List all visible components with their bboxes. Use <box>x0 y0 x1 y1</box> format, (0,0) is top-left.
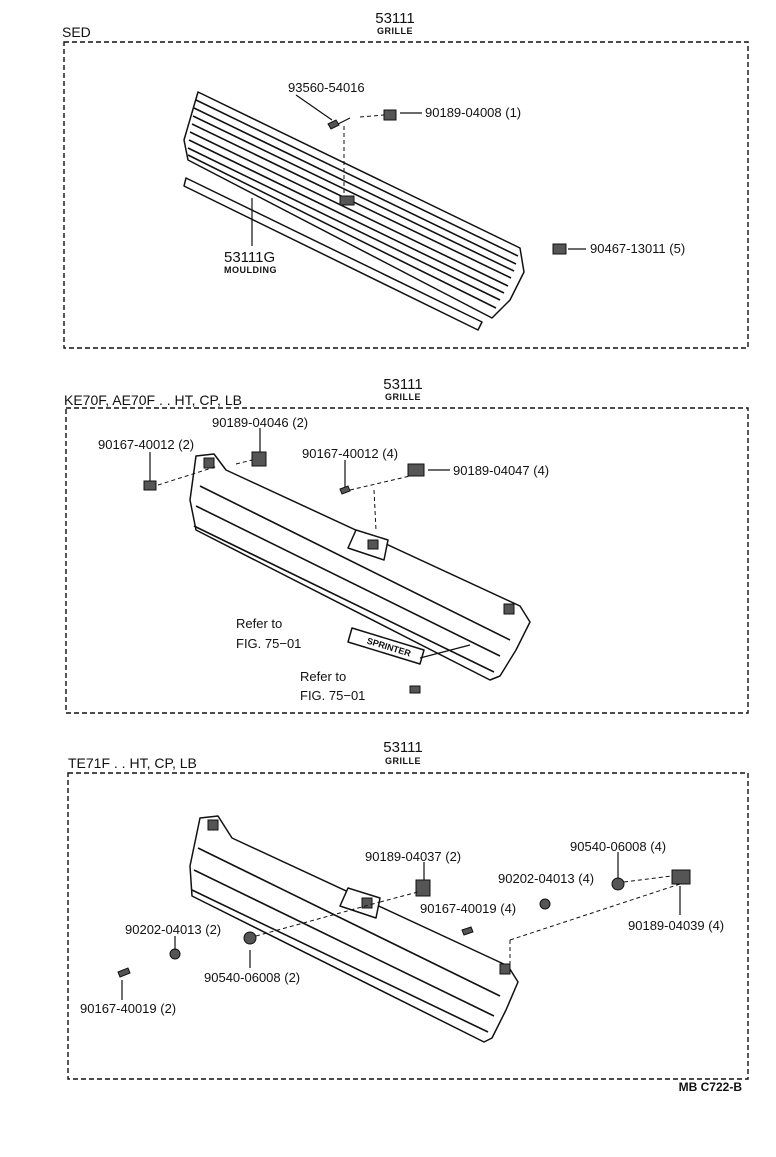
ref-2-line1: Refer to <box>300 669 346 684</box>
screw-icon <box>461 926 474 936</box>
clip-nut-icon <box>671 869 691 885</box>
section1-part-no: 53111 <box>375 10 415 27</box>
callout-90189-04047: 90189-04047 (4) <box>453 463 549 478</box>
sed-grille-drawing <box>183 91 525 319</box>
screw-icon <box>143 480 157 491</box>
screw-icon <box>327 119 340 130</box>
section-ke70f: 53111 GRILLE KE70F, AE70F . . HT, CP, LB… <box>64 376 749 714</box>
section2-frame <box>65 407 749 714</box>
callout-90189-04039: 90189-04039 (4) <box>628 918 724 933</box>
callout-90202-04013-2: 90202-04013 (2) <box>125 922 221 937</box>
callout-90202-04013-4: 90202-04013 (4) <box>498 871 594 886</box>
section2-part-name: GRILLE <box>385 392 421 402</box>
section1-variant: SED <box>62 24 91 40</box>
section-sed: 53111 GRILLE SED 93560-54016 90189-0 <box>62 10 749 349</box>
section-te71f: 53111 GRILLE TE71F . . HT, CP, LB <box>67 739 749 1080</box>
moulding-part-no: 53111G <box>224 249 275 266</box>
callout-90540-06008-2: 90540-06008 (2) <box>204 970 300 985</box>
callout-90167-40019-4: 90167-40019 (4) <box>420 901 516 916</box>
section1-part-name: GRILLE <box>377 26 413 36</box>
small-plate-icon <box>409 685 421 694</box>
section3-variant: TE71F . . HT, CP, LB <box>68 755 197 771</box>
ref-2-line2: FIG. 75−01 <box>300 688 365 703</box>
callout-90189-04037: 90189-04037 (2) <box>365 849 461 864</box>
te71f-grille-drawing <box>189 815 519 1043</box>
clip-nut-icon <box>415 879 431 897</box>
callout-90167-40012-2: 90167-40012 (2) <box>98 437 194 452</box>
section1-frame <box>63 41 749 349</box>
section3-part-name: GRILLE <box>385 756 421 766</box>
clip-icon <box>552 243 567 255</box>
washer-icon <box>611 877 625 891</box>
ref-1-line1: Refer to <box>236 616 282 631</box>
callout-90167-40012-4: 90167-40012 (4) <box>302 446 398 461</box>
callout-90467-13011: 90467-13011 (5) <box>590 241 685 256</box>
nut-icon <box>169 948 181 960</box>
section2-variant: KE70F, AE70F . . HT, CP, LB <box>64 392 242 408</box>
callout-93560-54016: 93560-54016 <box>288 80 365 95</box>
nut-icon <box>539 898 551 910</box>
callout-90167-40019-2: 90167-40019 (2) <box>80 1001 176 1016</box>
section3-frame <box>67 772 749 1080</box>
emblem-drawing <box>347 627 425 665</box>
callout-90540-06008-4: 90540-06008 (4) <box>570 839 666 854</box>
ref-1-line2: FIG. 75−01 <box>236 636 301 651</box>
callout-90189-04008: 90189-04008 (1) <box>425 105 521 120</box>
moulding-part-name: MOULDING <box>224 265 277 275</box>
washer-icon <box>243 931 257 945</box>
clip-nut-icon <box>383 109 397 121</box>
clip-nut-icon <box>407 463 425 477</box>
section3-part-no: 53111 <box>383 739 423 756</box>
screw-icon <box>339 485 351 495</box>
footer-code: MB C722-B <box>679 1080 743 1094</box>
section2-part-no: 53111 <box>383 376 423 393</box>
ke70f-grille-drawing <box>189 453 531 681</box>
screw-icon <box>117 967 131 978</box>
clip-nut-icon <box>251 451 267 467</box>
sed-moulding-drawing <box>183 177 483 331</box>
callout-90189-04046: 90189-04046 (2) <box>212 415 308 430</box>
